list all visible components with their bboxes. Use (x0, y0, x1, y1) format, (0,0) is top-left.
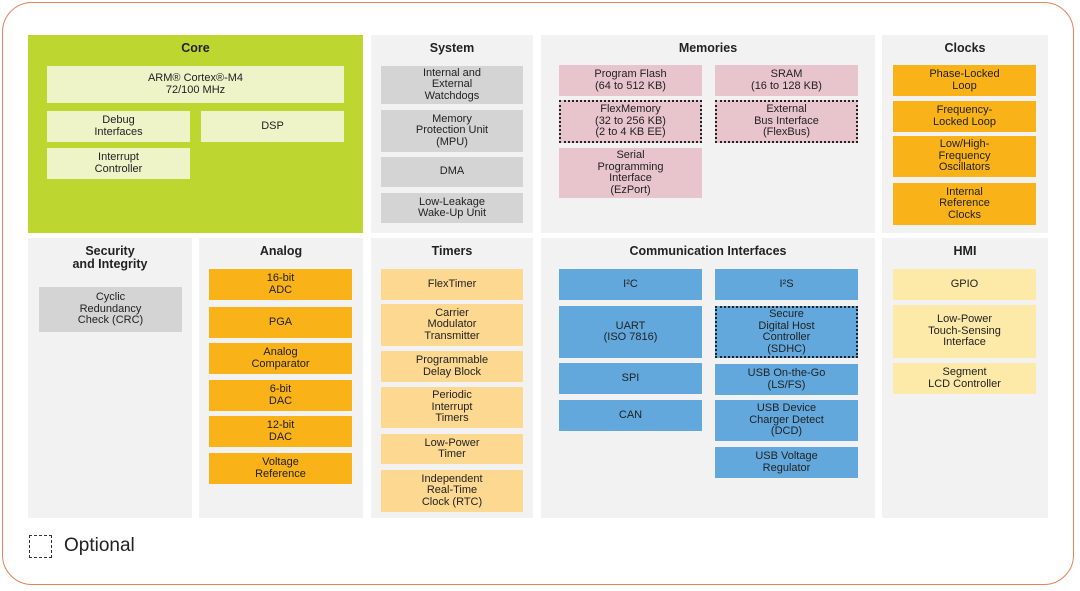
block-system-item: DMA (381, 157, 523, 187)
panel-title: Communication Interfaces (629, 244, 787, 258)
block-memories-item: Serial Programming Interface (EzPort) (559, 148, 702, 198)
panel-title: System (429, 41, 475, 55)
block-clocks-item: Low/High- Frequency Oscillators (893, 136, 1036, 177)
block-communication-item: USB On-the-Go (LS/FS) (715, 364, 858, 395)
block-system-item: Low-Leakage Wake-Up Unit (381, 193, 523, 223)
block-analog-item: 6-bit DAC (209, 380, 352, 411)
block-communication-item: Secure Digital Host Controller (SDHC) (715, 306, 858, 358)
block-timers-item: Low-Power Timer (381, 434, 523, 464)
panel-title: Memories (678, 41, 738, 55)
block-core-item: Interrupt Controller (47, 148, 190, 179)
block-clocks-item: Phase-Locked Loop (893, 65, 1036, 96)
panel-title: Security and Integrity (72, 244, 148, 271)
block-communication-item: USB Device Charger Detect (DCD) (715, 400, 858, 441)
block-system-item: Internal and External Watchdogs (381, 66, 523, 104)
panel-title: Timers (431, 244, 473, 258)
block-timers-item: FlexTimer (381, 269, 523, 300)
block-communication-item: I²S (715, 269, 858, 300)
panel-title: Core (181, 41, 210, 55)
block-timers-item: Independent Real-Time Clock (RTC) (381, 470, 523, 512)
block-analog-item: Analog Comparator (209, 343, 352, 374)
block-communication-item: UART (ISO 7816) (559, 306, 702, 358)
block-clocks-item: Frequency- Locked Loop (893, 101, 1036, 132)
block-memories-item: FlexMemory (32 to 256 KB) (2 to 4 KB EE) (559, 100, 702, 143)
optional-legend-label: Optional (64, 535, 135, 556)
optional-legend-swatch (29, 535, 52, 558)
block-timers-item: Programmable Delay Block (381, 351, 523, 382)
block-clocks-item: Internal Reference Clocks (893, 183, 1036, 225)
block-system-item: Memory Protection Unit (MPU) (381, 110, 523, 152)
block-analog-item: PGA (209, 307, 352, 338)
block-timers-item: Periodic Interrupt Timers (381, 387, 523, 428)
panel-title: Analog (259, 244, 303, 258)
block-communication-item: CAN (559, 400, 702, 431)
diagram-frame (2, 2, 1074, 585)
panel-title: Clocks (944, 41, 986, 55)
block-communication-item: SPI (559, 363, 702, 394)
block-analog-item: 16-bit ADC (209, 269, 352, 300)
block-memories-item: Program Flash (64 to 512 KB) (559, 65, 702, 96)
block-memories-item: SRAM (16 to 128 KB) (715, 65, 858, 96)
block-memories-item: External Bus Interface (FlexBus) (715, 100, 858, 143)
block-analog-item: Voltage Reference (209, 453, 352, 484)
panel-title: HMI (953, 244, 977, 258)
block-core-item: DSP (201, 111, 344, 142)
block-hmi-item: GPIO (893, 269, 1036, 300)
block-core-item: ARM® Cortex®-M4 72/100 MHz (47, 66, 344, 103)
block-communication-item: USB Voltage Regulator (715, 447, 858, 478)
block-security-item: Cyclic Redundancy Check (CRC) (39, 287, 182, 332)
block-hmi-item: Low-Power Touch-Sensing Interface (893, 305, 1036, 358)
panel-security: Security and Integrity (28, 238, 192, 518)
block-hmi-item: Segment LCD Controller (893, 363, 1036, 394)
block-core-item: Debug Interfaces (47, 111, 190, 142)
block-timers-item: Carrier Modulator Transmitter (381, 304, 523, 346)
block-analog-item: 12-bit DAC (209, 416, 352, 447)
block-communication-item: I²C (559, 269, 702, 300)
